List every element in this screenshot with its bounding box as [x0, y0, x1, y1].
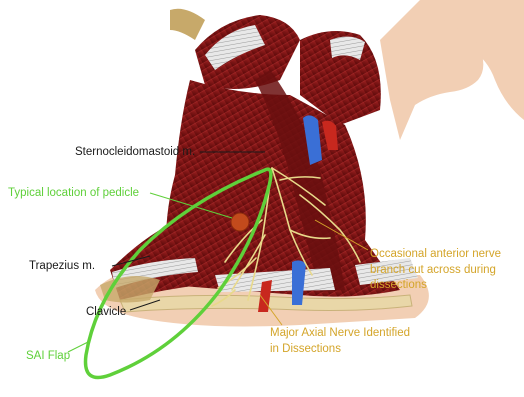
label-anterior-nerve-line3: dissections: [370, 278, 501, 294]
label-anterior-nerve-line1: Occasional anterior nerve: [370, 247, 501, 263]
label-anterior-nerve: Occasional anterior nerve branch cut acr…: [370, 247, 501, 294]
label-axial-nerve: Major Axial Nerve Identified in Dissecti…: [270, 326, 410, 357]
label-clavicle: Clavicle: [86, 305, 126, 321]
label-trapezius: Trapezius m.: [29, 259, 95, 275]
label-axial-nerve-line1: Major Axial Nerve Identified: [270, 326, 410, 342]
label-pedicle: Typical location of pedicle: [8, 186, 139, 202]
label-axial-nerve-line2: in Dissections: [270, 342, 410, 358]
pedicle-marker: [231, 213, 249, 231]
upper-left-bone: [170, 9, 205, 40]
label-anterior-nerve-line2: branch cut across during: [370, 263, 501, 279]
leader-sai-flap: [68, 342, 88, 352]
label-sternocleidomastoid: Sternocleidomastoid m.: [75, 145, 195, 161]
label-sai-flap: SAI Flap: [26, 349, 70, 365]
